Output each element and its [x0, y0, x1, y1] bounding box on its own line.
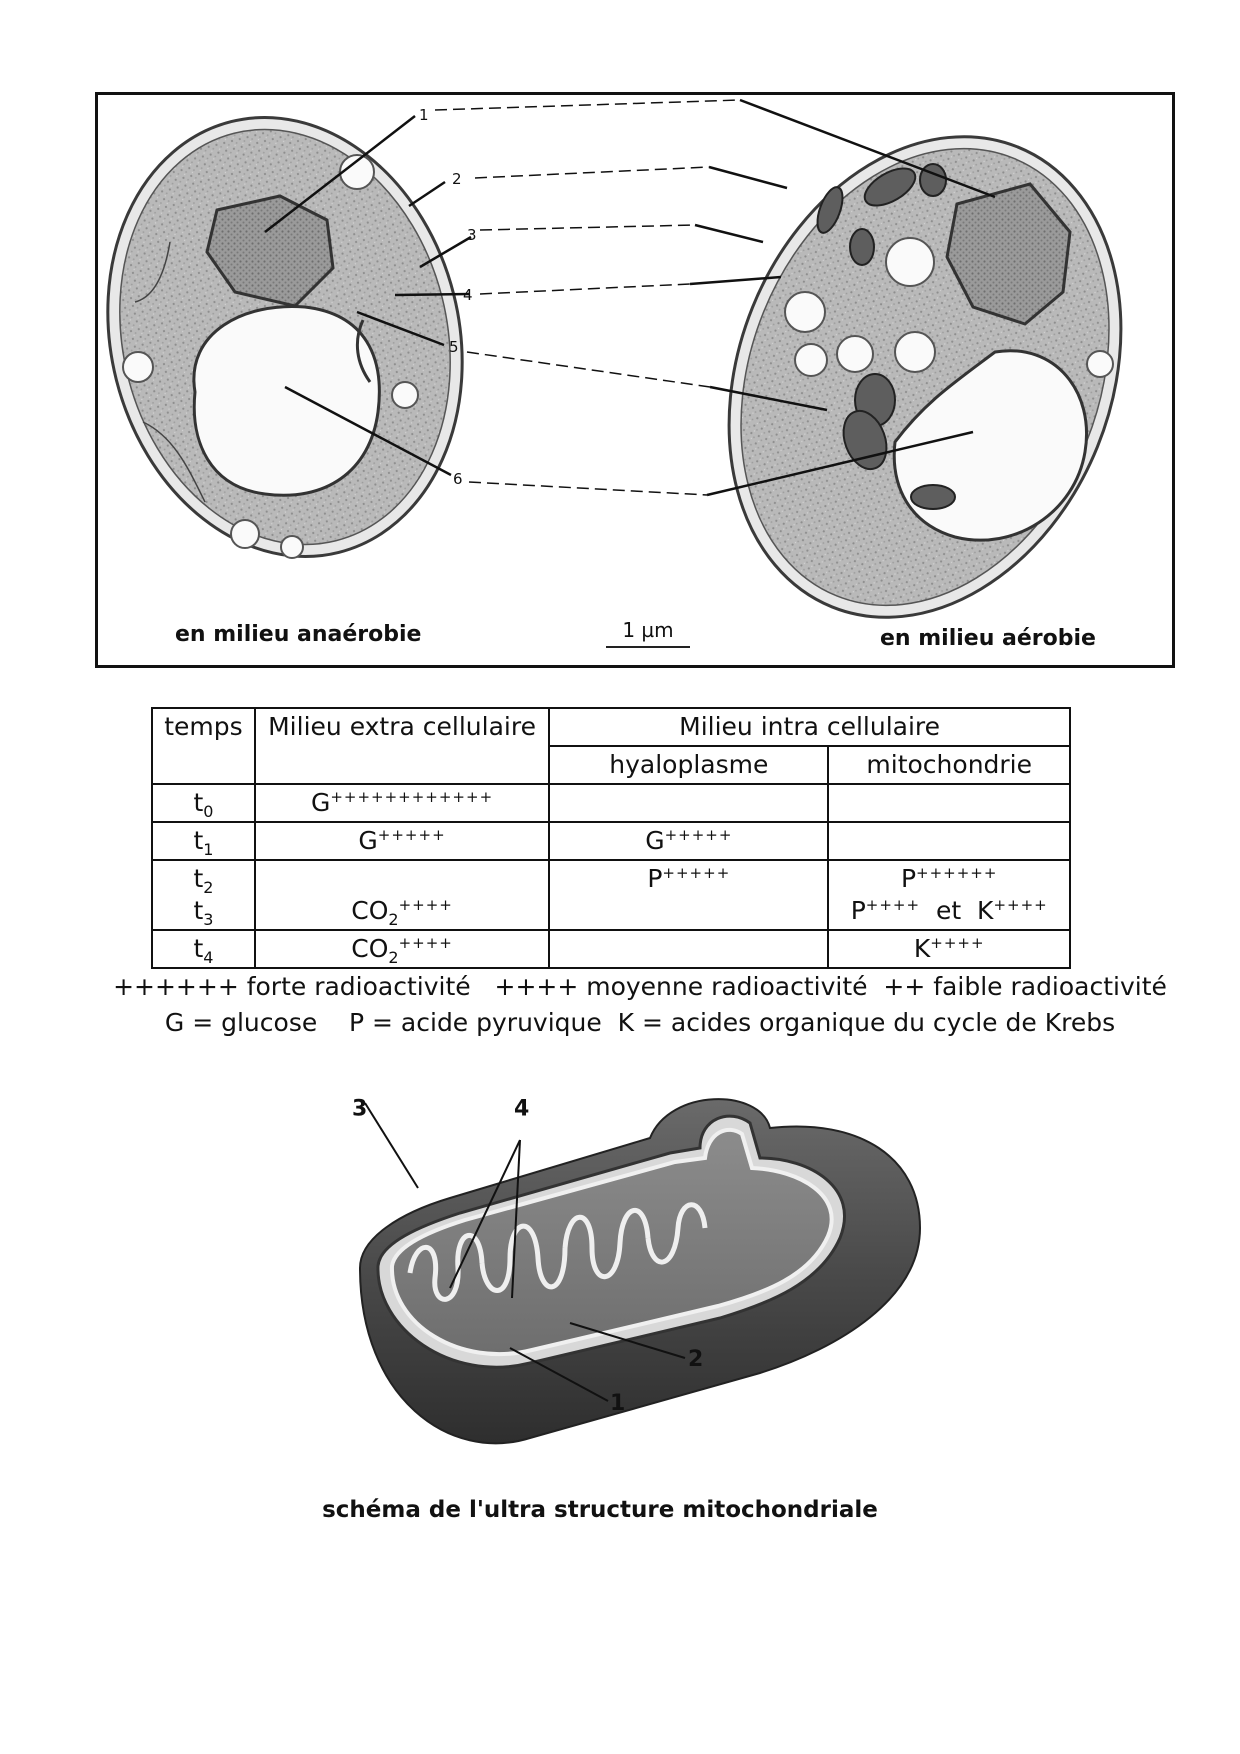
- legend-abbreviations: G = glucose P = acide pyruvique K = acid…: [164, 1008, 1116, 1037]
- label-2: 2: [452, 170, 462, 188]
- vacuole: [192, 304, 381, 497]
- nucleus: [945, 182, 1072, 326]
- table-row: t1 G+++++ G+++++: [151, 821, 1071, 861]
- header-time: temps: [151, 707, 256, 785]
- label-5: 5: [449, 338, 459, 356]
- header-extracellular: Milieu extra cellulaire: [253, 707, 551, 785]
- aerobic-cell: [727, 135, 1123, 619]
- caption-anaerobic: en milieu anaérobie: [175, 622, 422, 647]
- scale-bar: [606, 646, 690, 648]
- caption-aerobic: en milieu aérobie: [880, 626, 1096, 651]
- nucleus: [205, 194, 335, 308]
- anaerobic-cell: [106, 116, 464, 559]
- mito-label-3: 3: [352, 1098, 367, 1122]
- label-1: 1: [419, 106, 429, 124]
- label-3: 3: [467, 226, 477, 244]
- mito-label-2: 2: [688, 1347, 703, 1372]
- micrograph-figure: 1 2 3 4 5 6: [95, 92, 1175, 668]
- caption-mitochondrion: schéma de l'ultra structure mitochondria…: [322, 1497, 878, 1523]
- label-6: 6: [453, 470, 463, 488]
- header-mitochondria: mitochondrie: [827, 745, 1071, 785]
- table-row: t4 CO2++++ K++++: [151, 929, 1071, 969]
- table-row: t2 t3 CO2++++ P+++++ P++++++ P++++ et K+…: [151, 859, 1071, 931]
- mitochondrion-diagram: 3 4 2 1: [352, 1098, 922, 1445]
- label-4: 4: [463, 286, 473, 304]
- mito-label-1: 1: [610, 1391, 625, 1416]
- mito-label-4: 4: [514, 1098, 529, 1122]
- scale-label: 1 µm: [622, 618, 674, 642]
- inner-membrane: [389, 1128, 834, 1357]
- header-intracellular: Milieu intra cellulaire: [548, 707, 1071, 747]
- legend-radioactivity: ++++++ forte radioactivité ++++ moyenne …: [113, 972, 1167, 1001]
- table-row: t0 G++++++++++++: [151, 783, 1071, 823]
- header-hyaloplasm: hyaloplasme: [548, 745, 830, 785]
- radioactivity-table: temps Milieu extra cellulaire Milieu int…: [151, 707, 1071, 969]
- cristae: [407, 1202, 708, 1302]
